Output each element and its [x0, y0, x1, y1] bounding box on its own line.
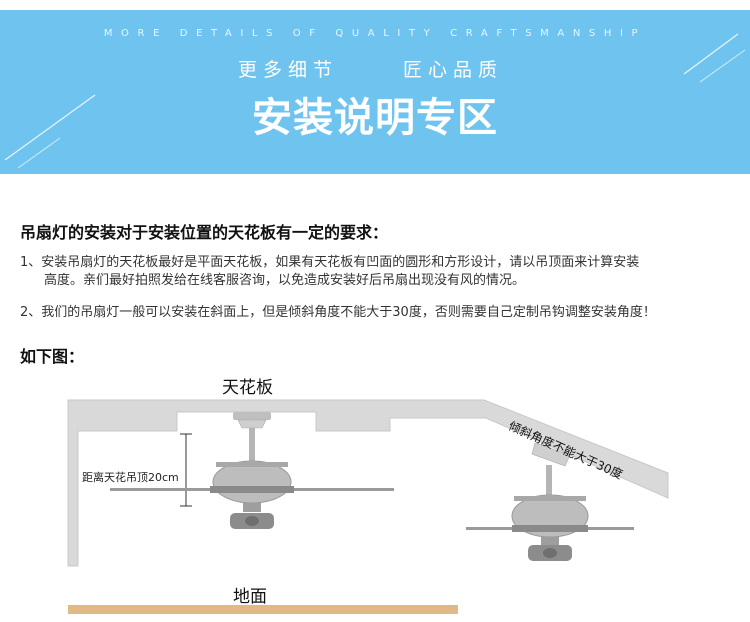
banner-title: 安装说明专区: [252, 95, 498, 141]
top-strip: [0, 0, 750, 10]
distance-label: 距离天花吊顶20cm: [82, 471, 179, 484]
figure-label: 如下图：: [20, 347, 85, 366]
section-heading: 吊扇灯的安装对于安装位置的天花板有一定的要求：: [20, 223, 389, 242]
instruction-1-line-1: 1、安装吊扇灯的天花板最好是平面天花板，如果有天花板有凹面的圆形和方形设计，请以…: [20, 255, 640, 270]
distance-indicator: [180, 433, 192, 507]
floor: [68, 605, 458, 614]
instruction-1-line-2: 高度。亲们最好拍照发给在线客服咨询，以免造成安装好后吊扇出现没有风的情况。: [44, 273, 526, 288]
banner-tagline: MORE DETAILS OF QUALITY CRAFTSMANSHIP: [103, 28, 647, 39]
banner-subtitle-right: 匠心品质: [403, 59, 504, 81]
installation-diagram: [67, 399, 669, 614]
ceiling-fan-flat: [110, 412, 394, 529]
banner-subtitle-left: 更多细节: [238, 59, 339, 81]
ceiling-structure: [67, 399, 669, 567]
banner-decoration: [4, 33, 746, 169]
ceiling-label: 天花板: [222, 378, 273, 398]
ceiling-fan-sloped: [466, 442, 634, 561]
floor-label: 地面: [233, 587, 267, 607]
instruction-2: 2、我们的吊扇灯一般可以安装在斜面上，但是倾斜角度不能大于30度，否则需要自己定…: [20, 305, 656, 320]
header-banner: MORE DETAILS OF QUALITY CRAFTSMANSHIP 更多…: [0, 10, 750, 174]
instruction-1: 1、安装吊扇灯的天花板最好是平面天花板，如果有天花板有凹面的圆形和方形设计，请以…: [20, 254, 720, 290]
